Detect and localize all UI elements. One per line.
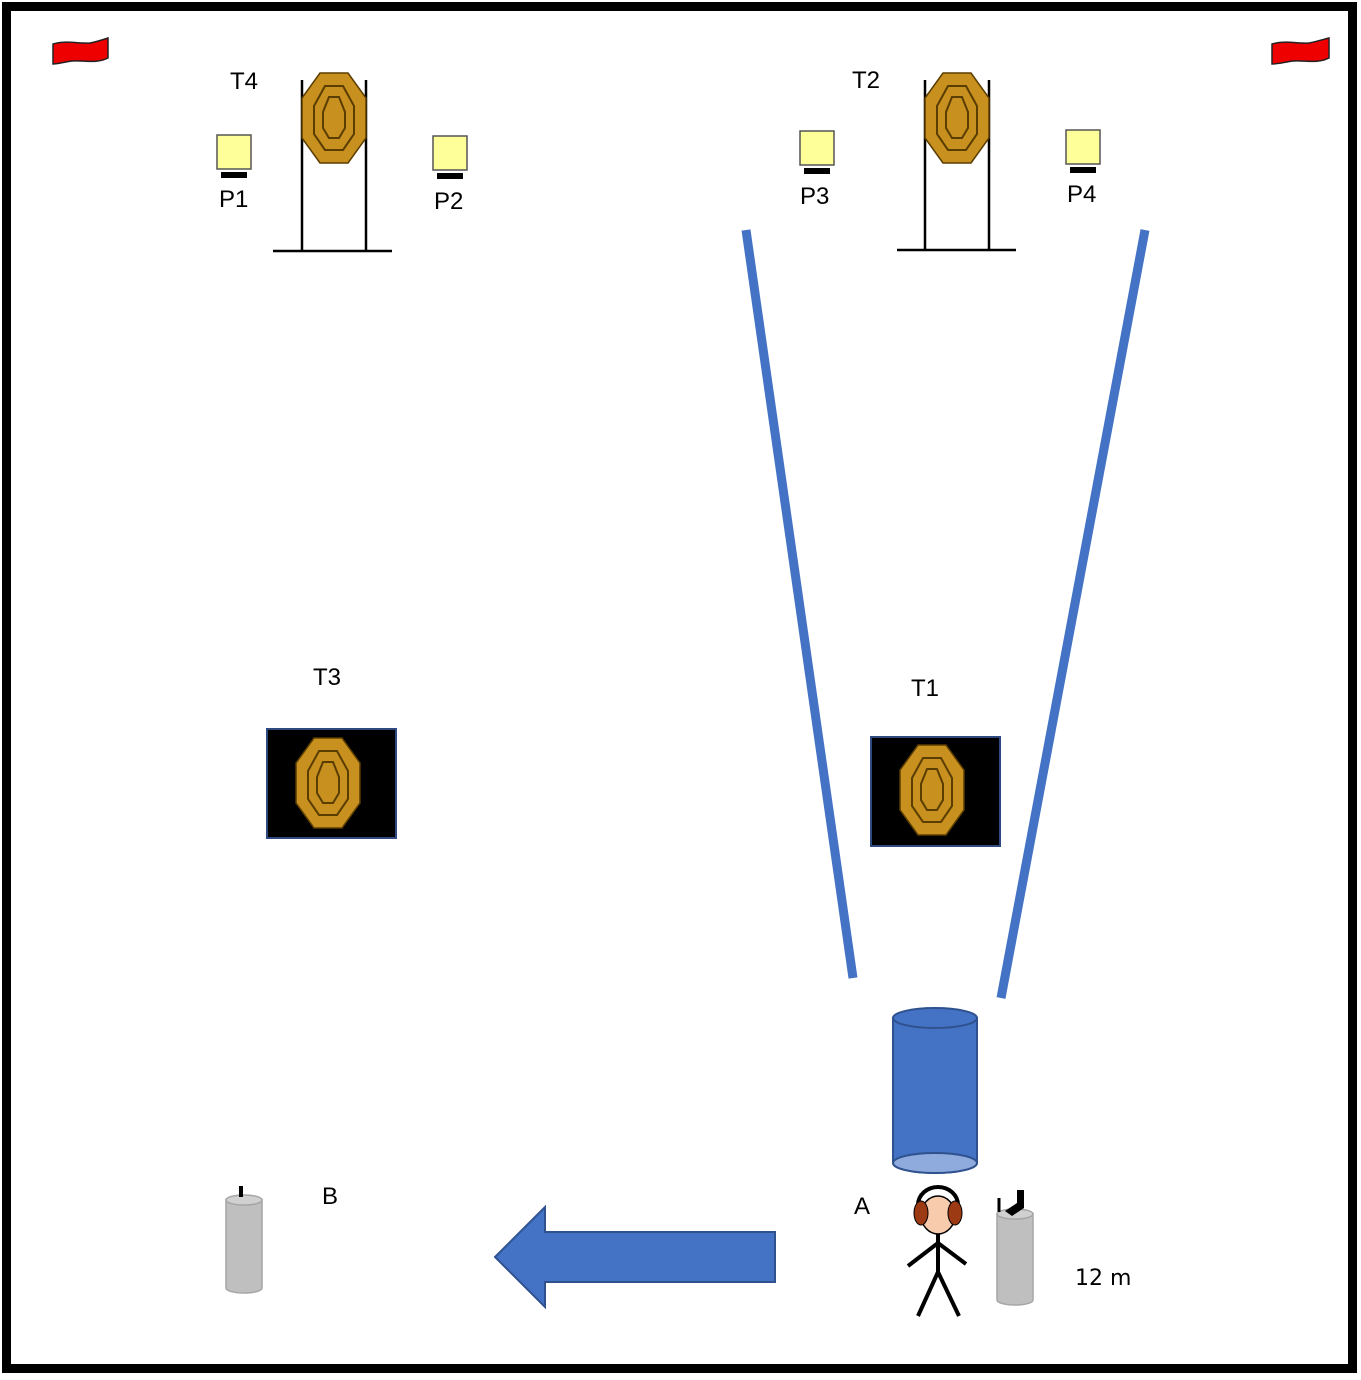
label-a: A [854, 1193, 871, 1220]
label-t3: T3 [313, 664, 342, 691]
fault-line-right [996, 229, 1150, 999]
flag-icon [52, 36, 109, 65]
fault-line-left [741, 229, 858, 979]
popper-p4 [1065, 129, 1101, 173]
label-b: B [322, 1183, 339, 1210]
label-t4: T4 [230, 68, 259, 95]
octagon-target-icon [924, 72, 990, 164]
target-stand-t2 [897, 72, 1016, 252]
arrow-left-icon [493, 1204, 776, 1310]
target-t1 [870, 736, 1001, 847]
label-t2: T2 [852, 67, 881, 94]
label-t1: T1 [911, 675, 940, 702]
octagon-target-icon [899, 744, 965, 836]
label-p3: P3 [800, 183, 830, 210]
barrel-icon [892, 1007, 978, 1174]
label-distance: 12 m [1075, 1266, 1132, 1291]
label-p2: P2 [434, 188, 464, 215]
label-p1: P1 [219, 186, 249, 213]
octagon-target-icon [301, 72, 367, 164]
popper-p3 [799, 130, 835, 174]
label-p4: P4 [1067, 181, 1097, 208]
flag-icon [1271, 37, 1330, 65]
pistol-icon [997, 1190, 1024, 1216]
popper-p2 [432, 135, 468, 179]
target-stand-t4 [273, 72, 392, 253]
table-a [996, 1190, 1034, 1306]
table-b [225, 1186, 263, 1294]
target-t3 [266, 728, 397, 839]
popper-p1 [216, 134, 252, 178]
octagon-target-icon [295, 737, 361, 829]
shooter-icon [906, 1185, 968, 1317]
